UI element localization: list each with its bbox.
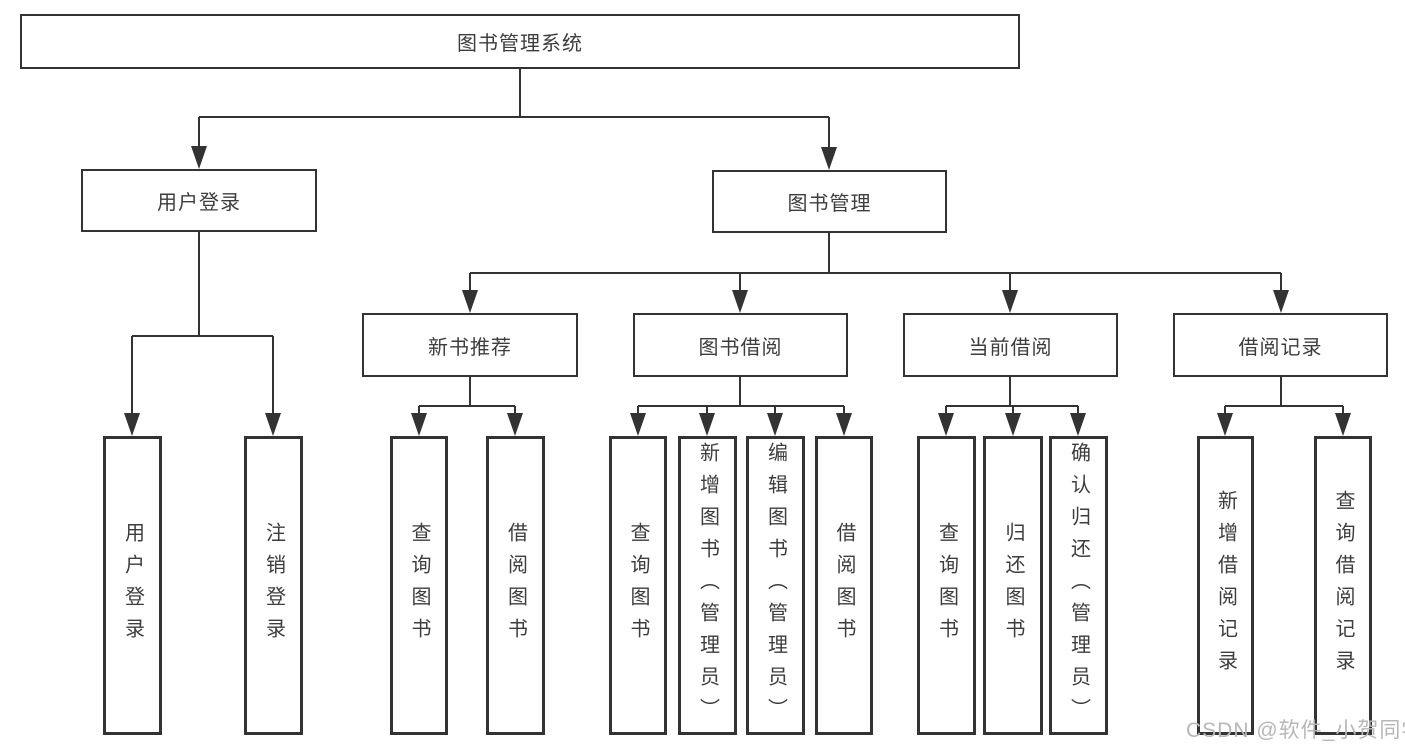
leaf-edit-books-admin-label: 编辑图书（管理员）	[764, 441, 787, 730]
leaf-confirm-return-admin: 确认归还（管理员）	[1049, 436, 1108, 735]
leaf-query-books-3-label: 查询图书	[935, 521, 958, 650]
node-user-login-label: 用户登录	[157, 192, 241, 214]
leaf-add-books-admin: 新增图书（管理员）	[678, 436, 737, 735]
leaf-query-borrow-record-label: 查询借阅记录	[1332, 489, 1354, 682]
leaf-query-books-1: 查询图书	[390, 436, 448, 735]
leaf-confirm-return-admin-label: 确认归还（管理员）	[1067, 441, 1090, 730]
leaf-query-books-2: 查询图书	[609, 436, 667, 735]
leaf-logout-label: 注销登录	[262, 521, 285, 650]
node-user-login: 用户登录	[81, 169, 317, 232]
leaf-query-books-1-label: 查询图书	[408, 521, 430, 650]
leaf-query-books-3: 查询图书	[917, 436, 976, 735]
node-borrow-records: 借阅记录	[1173, 313, 1388, 377]
leaf-borrow-books-1-label: 借阅图书	[504, 521, 527, 650]
node-root: 图书管理系统	[20, 14, 1020, 69]
node-book-borrow-label: 图书借阅	[698, 336, 783, 359]
leaf-query-borrow-record: 查询借阅记录	[1314, 436, 1372, 735]
node-current-borrow-label: 当前借阅	[968, 336, 1053, 359]
leaf-logout: 注销登录	[244, 436, 303, 735]
leaf-user-login-label: 用户登录	[121, 521, 144, 650]
leaf-return-books-label: 归还图书	[1002, 521, 1024, 650]
csdn-watermark: CSDN @软件_小贺同学	[1186, 719, 1405, 742]
leaf-add-books-admin-label: 新增图书（管理员）	[696, 441, 719, 730]
node-current-borrow: 当前借阅	[903, 313, 1118, 377]
leaf-user-login: 用户登录	[103, 436, 162, 735]
node-book-management-label: 图书管理	[787, 193, 872, 215]
leaf-add-borrow-record-label: 新增借阅记录	[1214, 489, 1237, 682]
node-book-borrow: 图书借阅	[633, 313, 848, 377]
leaf-add-borrow-record: 新增借阅记录	[1197, 436, 1254, 735]
leaf-query-books-2-label: 查询图书	[627, 521, 649, 650]
leaf-borrow-books-2-label: 借阅图书	[833, 521, 855, 650]
node-root-label: 图书管理系统	[457, 33, 583, 55]
node-borrow-records-label: 借阅记录	[1238, 336, 1323, 359]
node-new-book-recommend: 新书推荐	[362, 313, 578, 377]
node-new-book-recommend-label: 新书推荐	[428, 336, 512, 359]
leaf-edit-books-admin: 编辑图书（管理员）	[746, 436, 805, 735]
node-book-management: 图书管理	[712, 170, 947, 233]
leaf-return-books: 归还图书	[983, 436, 1043, 735]
leaf-borrow-books-1: 借阅图书	[486, 436, 545, 735]
leaf-borrow-books-2: 借阅图书	[815, 436, 873, 735]
